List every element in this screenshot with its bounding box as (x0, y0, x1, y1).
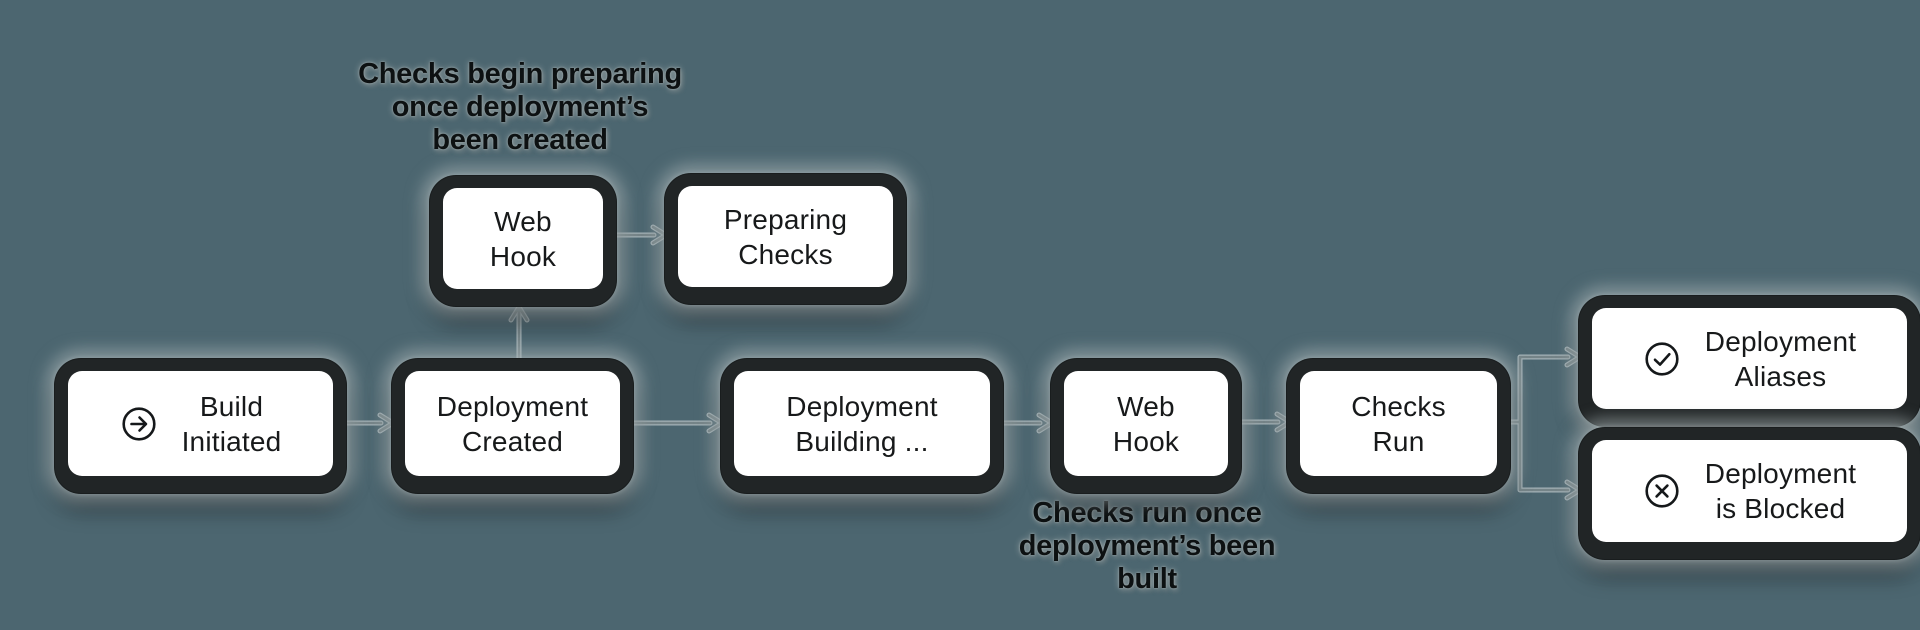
annotation-line: built (1117, 563, 1177, 595)
node-preparing-checks: Preparing Checks (665, 174, 906, 304)
node-deployment-blocked: Deployment is Blocked (1579, 428, 1920, 559)
node-label-line: Created (461, 425, 563, 457)
node-label-line: Deployment (786, 390, 938, 422)
node-label-line: Build (199, 390, 264, 422)
node-label-line: Preparing (723, 203, 848, 235)
arrow-right-circle-icon (121, 406, 156, 441)
annotation-line: Checks begin preparing (358, 58, 682, 90)
node-deployment-created: Deployment Created (392, 359, 633, 493)
node-label-line: Web (494, 205, 552, 237)
annotation-checks-begin-preparing: Checks begin preparing once deployment’s… (310, 58, 730, 157)
annotation-line: deployment’s been (1018, 530, 1276, 562)
annotation-line: once deployment’s (391, 91, 649, 123)
node-label-line: Checks (738, 238, 833, 270)
node-checks-run: Checks Run (1287, 359, 1510, 493)
x-circle-icon (1645, 474, 1679, 508)
node-build-initiated: Build Initiated (55, 359, 346, 493)
node-webhook-main: Web Hook (1051, 359, 1241, 493)
annotation-line: been created (432, 124, 608, 156)
node-deployment-building: Deployment Building ... (721, 359, 1003, 493)
node-label-line: Deployment (436, 390, 589, 422)
node-webhook-top: Web Hook (430, 176, 616, 306)
node-label-line: Checks (1351, 390, 1446, 422)
annotation-checks-run-once: Checks run once deployment’s been built (967, 497, 1327, 596)
node-label-line: Run (1372, 425, 1425, 457)
node-label-line: Aliases (1734, 360, 1827, 392)
arrow-created-to-building (617, 412, 725, 434)
node-label-line: Deployment (1704, 458, 1857, 489)
node-label-line: Hook (489, 240, 557, 272)
node-label-line: Deployment (1704, 325, 1857, 357)
node-label-line: Hook (1112, 425, 1180, 457)
node-label-line: Web (1117, 390, 1175, 422)
node-label-line: is Blocked (1715, 493, 1846, 524)
annotation-line: Checks run once (1032, 497, 1262, 529)
node-deployment-aliases: Deployment Aliases (1579, 296, 1920, 426)
check-circle-icon (1645, 341, 1679, 376)
node-label-line: Building ... (795, 425, 929, 457)
node-label-line: Initiated (181, 425, 282, 457)
